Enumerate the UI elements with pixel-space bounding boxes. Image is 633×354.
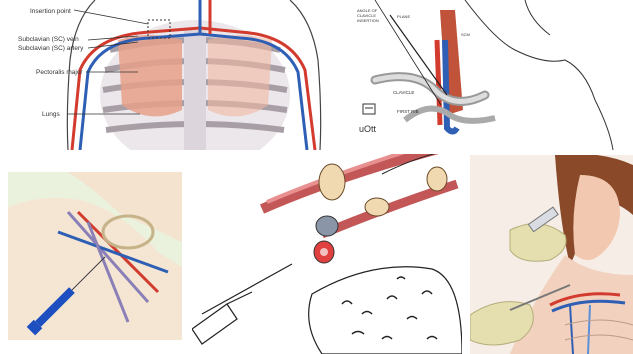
pectoralis-label: Pectoralis major xyxy=(36,69,83,76)
first-rib-label: FIRST RIB xyxy=(397,109,419,114)
lungs-label: Lungs xyxy=(42,111,60,118)
pectoralis-major-shape xyxy=(118,35,182,116)
nerve-bundle-oval xyxy=(319,164,345,200)
thorax-diagram-tile: Insertion point Subclavian (SC) vein Sub… xyxy=(0,0,345,150)
watermark-text: uOtt xyxy=(359,124,377,134)
plane-label: PLANE xyxy=(397,14,410,19)
thorax-diagram: Insertion point Subclavian (SC) vein Sub… xyxy=(0,0,345,150)
neck-syringe-illustration xyxy=(8,172,182,340)
insertion-point-label: Insertion point xyxy=(30,8,71,15)
sc-vein-label: Subclavian (SC) vein xyxy=(18,36,79,43)
sc-artery-label: Subclavian (SC) artery xyxy=(18,45,84,52)
vessel-sketch xyxy=(192,154,462,354)
vein-oval xyxy=(316,216,338,236)
neck-syringe-tile xyxy=(8,172,182,340)
patient-catheter-illustration xyxy=(470,155,633,354)
clavicle-label: CLAVICLE xyxy=(393,90,414,95)
scm-label: SCM xyxy=(461,32,470,37)
vessel-sketch-tile xyxy=(192,154,462,354)
patient-catheter-tile xyxy=(470,155,633,354)
